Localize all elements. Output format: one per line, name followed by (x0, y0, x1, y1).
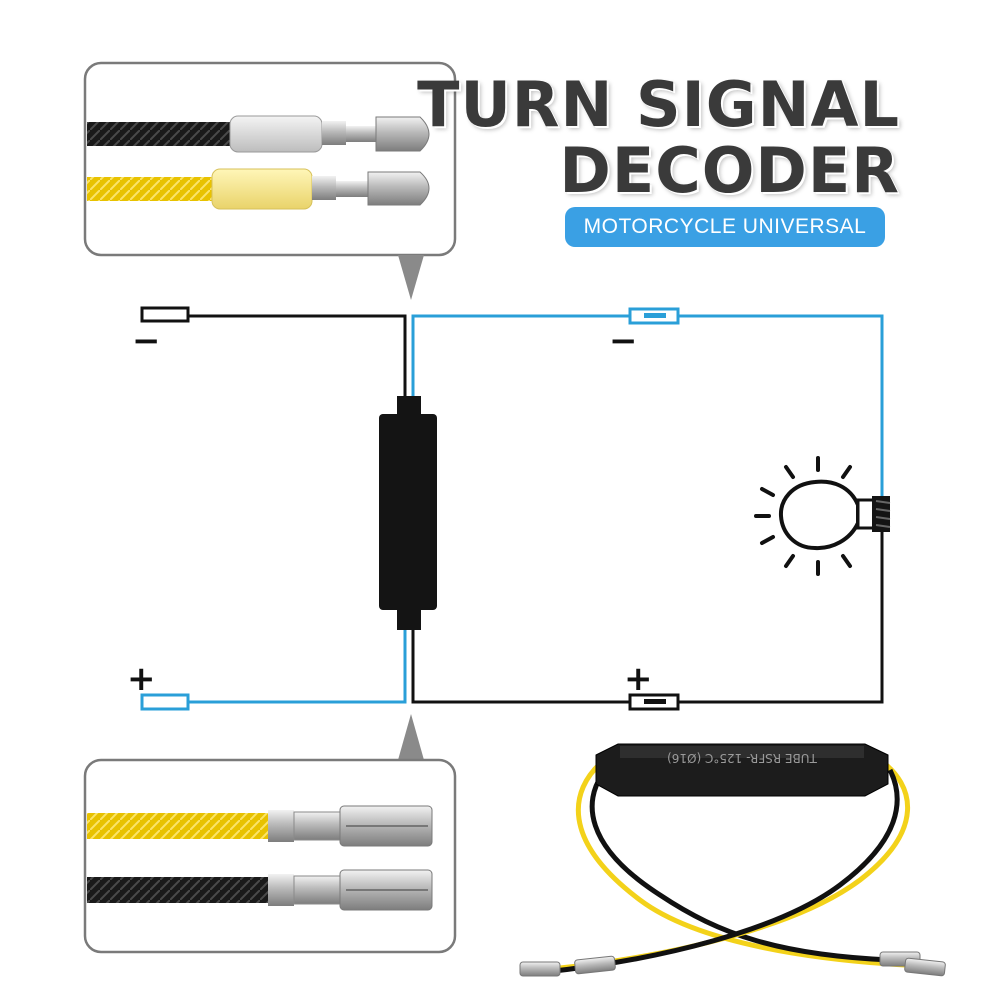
black-wire-male-bullet (87, 115, 430, 153)
blue-wire-bottom (188, 628, 407, 704)
bottom-inset-photo (83, 714, 457, 954)
device-print-label: TUBE RSFR- 125°C (Ø16) (667, 751, 818, 765)
left-negative-sign: − (132, 321, 161, 361)
blue-wire-top (411, 314, 884, 500)
circuit-wires (140, 306, 884, 711)
bulb-icon (754, 456, 891, 576)
left-positive-terminal (140, 693, 190, 711)
bottom-inset-pointer (398, 714, 424, 760)
subtitle-badge: MOTORCYCLE UNIVERSAL (565, 207, 885, 247)
top-inset-pointer (398, 255, 424, 300)
yellow-wire-female-connector (87, 805, 433, 847)
left-negative-terminal (140, 306, 190, 323)
title-block: TURN SIGNAL DECODER (417, 72, 900, 204)
connector-left-2 (574, 955, 616, 975)
yellow-wire-male-bullet (87, 168, 430, 210)
connector-right-2 (904, 957, 946, 977)
decoder-module (379, 396, 437, 630)
left-positive-sign: + (127, 659, 156, 699)
title-line-2: DECODER (559, 134, 900, 207)
title-line-1: TURN SIGNAL (417, 68, 900, 141)
right-negative-sign: − (609, 321, 638, 361)
decoder-product-photo: TUBE RSFR- 125°C (Ø16) (519, 743, 946, 977)
top-inset-photo (83, 61, 457, 300)
right-positive-sign: + (624, 659, 653, 699)
black-wire-female-connector (87, 869, 433, 911)
light-rays-icon (754, 456, 852, 576)
connector-left-1 (519, 961, 561, 977)
black-wire-top (188, 314, 407, 400)
